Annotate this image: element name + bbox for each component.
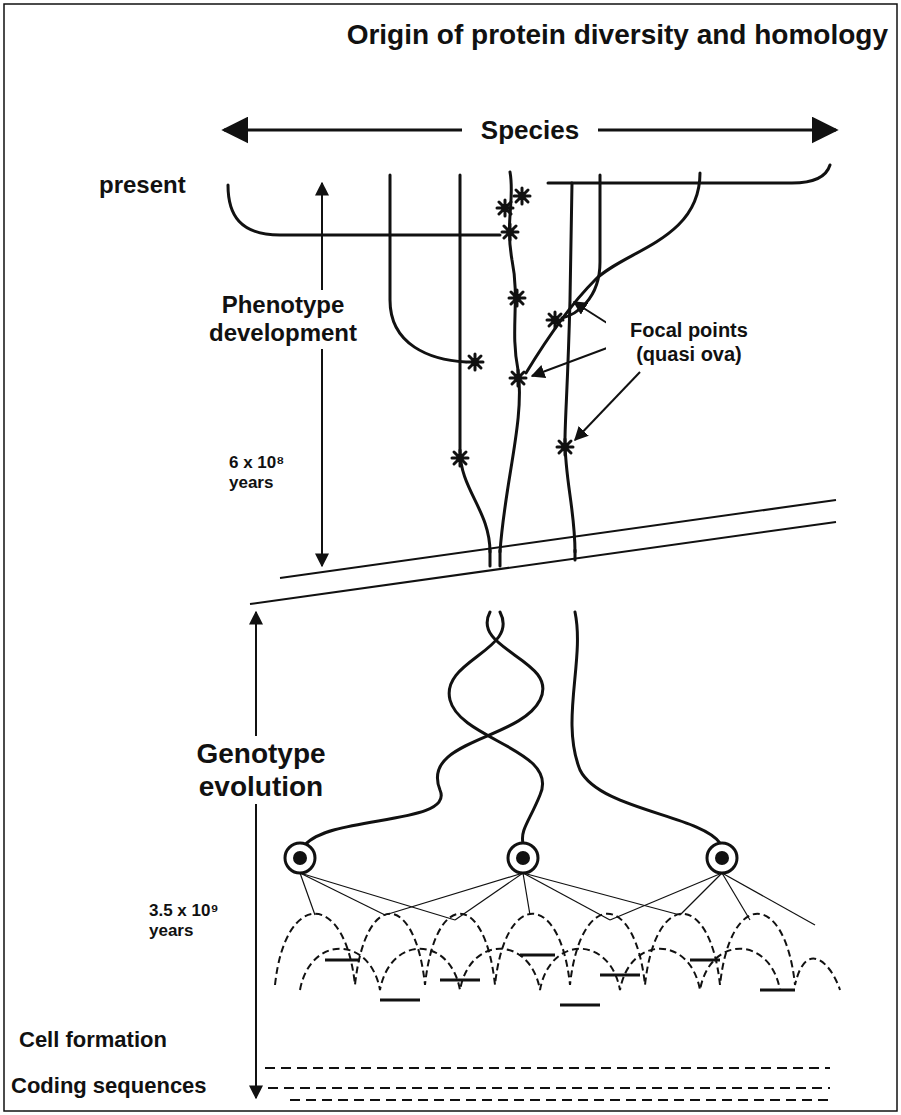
stage-label: Cell formation [16, 1026, 170, 1054]
time-label: present [96, 170, 189, 200]
duration-label: 6 x 10⁸ years [226, 452, 316, 494]
coding-sequence-lines [265, 1068, 830, 1100]
duration-label: 3.5 x 10⁹ years [146, 900, 236, 942]
time-arrow [321, 183, 323, 566]
time-arrow [255, 612, 257, 1098]
cells [285, 843, 737, 873]
stage-label: Coding sequences [8, 1072, 210, 1100]
axis-label: Species [462, 114, 598, 147]
phase-label: Phenotype development [196, 290, 370, 349]
callout-label: Focal points (quasi ova) [606, 318, 772, 367]
cell-links [300, 873, 815, 925]
fragments [325, 955, 795, 1005]
frame [4, 4, 897, 1111]
diagram-title: Origin of protein diversity and homology [290, 18, 888, 51]
time-break [250, 500, 836, 604]
phase-label: Genotype evolution [156, 736, 366, 804]
lineages [228, 165, 830, 552]
cell-formation-arches [275, 914, 840, 990]
genotype-helix [305, 550, 720, 845]
focal-points [452, 188, 573, 466]
